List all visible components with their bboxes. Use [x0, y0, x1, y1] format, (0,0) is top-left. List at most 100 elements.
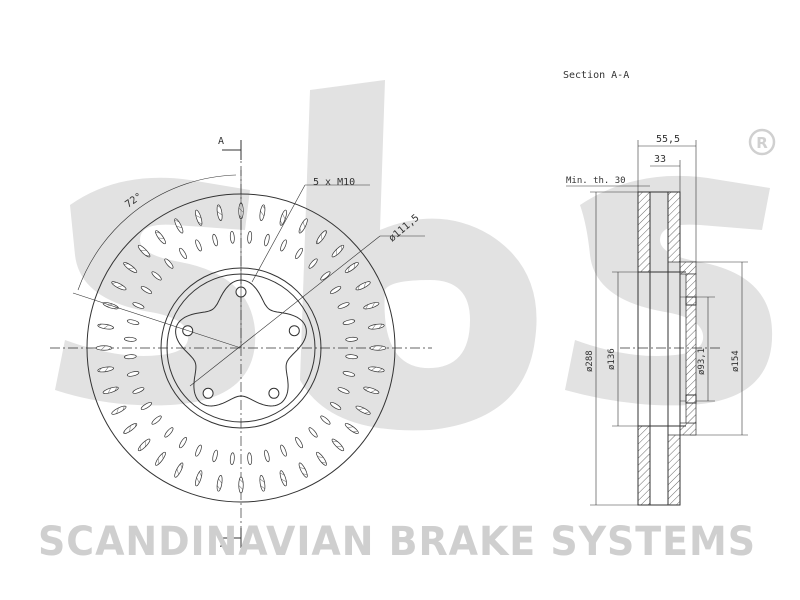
disc-outline [637, 191, 681, 506]
cooling-slot [355, 405, 371, 415]
cooling-slot [123, 262, 138, 273]
cooling-slot [179, 247, 187, 259]
brand-name: SCANDINAVIAN BRAKE SYSTEMS [38, 519, 756, 565]
cooling-slot [195, 239, 202, 252]
cooling-slot [337, 302, 350, 309]
cooling-slot [95, 345, 113, 351]
cooling-slot [345, 354, 359, 360]
cooling-slot [164, 258, 174, 269]
dim-width-inner: 33 [654, 154, 666, 165]
cooling-slot [102, 386, 119, 394]
cooling-slot [337, 387, 350, 394]
cooling-slot [298, 218, 308, 234]
cooling-slot [151, 271, 162, 281]
cooling-slot [111, 281, 127, 291]
dim-136-label: ø136 [607, 348, 617, 370]
sbs-watermark-logo [55, 80, 773, 431]
cooling-slot [247, 230, 253, 244]
cooling-slot [174, 218, 184, 234]
section-marker-top-label: A [218, 136, 224, 147]
cooling-slot [295, 437, 303, 449]
cooling-slot [320, 271, 331, 281]
cooling-slot [216, 475, 223, 492]
cooling-slot [164, 427, 174, 438]
cooling-slot [280, 444, 287, 457]
cooling-slot [140, 402, 152, 410]
cooling-slot [342, 319, 356, 325]
cooling-slot [123, 354, 137, 360]
cooling-slot [368, 323, 385, 330]
cooling-slot [330, 286, 342, 294]
section-bolt-hole-top [685, 296, 697, 306]
disc-wall-right-lower [667, 434, 681, 506]
bolt-hole [202, 387, 214, 399]
cooling-slot [179, 437, 187, 449]
cooling-slot [279, 209, 287, 226]
cooling-slot [345, 336, 359, 342]
cooling-slot [298, 462, 308, 478]
bolt-hole [288, 325, 300, 337]
cooling-slot [238, 476, 244, 494]
cooling-slot [212, 233, 218, 247]
cooling-slot [97, 323, 114, 330]
cooling-slot [320, 415, 331, 425]
cooling-slot [264, 449, 270, 463]
cooling-slot [342, 371, 356, 377]
cooling-slot [229, 230, 235, 244]
cooling-slot [97, 366, 114, 373]
disc-wall-right-upper [667, 191, 681, 263]
dim-154-label: ø154 [731, 350, 741, 372]
cooling-slot [368, 366, 385, 373]
cooling-slot [111, 405, 127, 415]
dim-288-label: ø288 [585, 350, 595, 372]
cooling-slot [123, 423, 138, 434]
cooling-slot [174, 462, 184, 478]
pcd-leader [189, 235, 381, 387]
registered-mark: R [748, 128, 776, 156]
cooling-slot [308, 258, 318, 269]
cooling-slot [369, 345, 387, 351]
cooling-slot [259, 204, 266, 221]
cooling-slot [344, 262, 359, 273]
hub-face [685, 273, 697, 424]
cooling-slot [247, 452, 253, 466]
cooling-slot [363, 302, 380, 310]
cooling-slot [195, 209, 203, 226]
cooling-slot [195, 470, 203, 487]
registered-mark-text: R [756, 134, 768, 152]
cooling-slot [330, 402, 342, 410]
disc-wall-left-upper [637, 191, 651, 273]
bolt-hole [268, 387, 280, 399]
bolt-holes [182, 286, 300, 399]
cooling-slot [279, 470, 287, 487]
hub-bore-outline [175, 279, 307, 407]
bolt-label: 5 x M10 [313, 177, 355, 188]
angle-arc [77, 174, 237, 291]
cooling-slot [331, 244, 345, 258]
cooling-slot [280, 239, 287, 252]
angle-leg-left [72, 292, 242, 349]
cooling-slot [151, 415, 162, 425]
disc-wall-left-lower [637, 425, 651, 506]
cooling-slot [344, 423, 359, 434]
cooling-slot [155, 230, 166, 245]
cooling-slot [264, 233, 270, 247]
cooling-slot [126, 319, 140, 325]
cooling-slot [295, 247, 303, 259]
cooling-slot [132, 302, 145, 309]
cooling-slot [259, 475, 266, 492]
cooling-slot [137, 244, 151, 258]
cooling-slot [363, 386, 380, 394]
cooling-slot [195, 444, 202, 457]
cooling-slot [229, 452, 235, 466]
cooling-slot [126, 371, 140, 377]
cooling-slot [316, 230, 327, 245]
dim-93-label: ø93,1 [697, 348, 707, 375]
cooling-slots [95, 202, 387, 494]
cooling-slot [137, 438, 151, 452]
cooling-slot [308, 427, 318, 438]
cooling-slot [212, 449, 218, 463]
hub-hat-bottom [679, 422, 697, 436]
section-view: Section A-A 55,5 3 [563, 70, 748, 506]
